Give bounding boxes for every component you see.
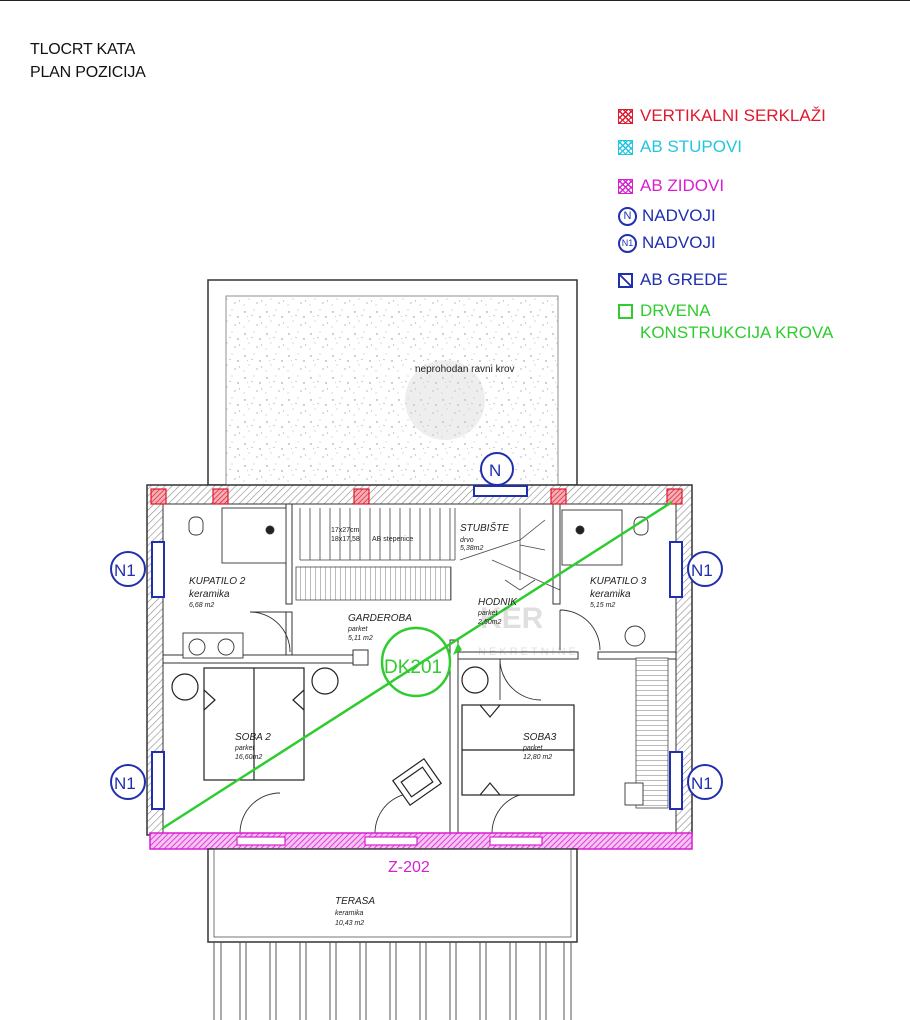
armchair: [391, 757, 443, 807]
wardrobe-rack: [295, 566, 452, 601]
legend-item-stupovi: AB STUPOVI: [618, 137, 742, 157]
circle-marker-icon: N: [618, 206, 637, 226]
roof-structure-arrow: [453, 643, 462, 655]
room-name-terasa: TERASA: [335, 896, 375, 907]
terrace: [207, 848, 578, 1020]
legend-item-nadvoji-n1: N1 NADVOJI: [618, 233, 716, 253]
room-area-kupatilo3: 5,15 m2: [590, 602, 615, 609]
room-name-soba3: SOBA3: [523, 732, 557, 743]
stair-note-1: 17x27cm: [331, 527, 360, 534]
vertical-columns: [150, 488, 683, 505]
staircase: [299, 508, 561, 591]
room-area-garderoba: 5,11 m2: [348, 635, 373, 642]
marker-n1-left-top: N1: [114, 561, 136, 580]
room-area-soba3: 12,80 m2: [523, 754, 552, 761]
desk: [624, 782, 644, 806]
dk201-label: DK201: [384, 657, 442, 678]
legend-label: VERTIKALNI SERKLAŽI: [640, 106, 826, 125]
room-area-terasa: 10,43 m2: [335, 920, 364, 927]
legend-label: NADVOJI: [642, 206, 716, 225]
legend-item-nadvoji-n: N NADVOJI: [618, 206, 716, 226]
room-name-kupatilo2: KUPATILO 2: [189, 576, 246, 587]
plan-subtitle: PLAN POZICIJA: [30, 64, 146, 81]
stair-note-3: AB stepenice: [372, 536, 413, 543]
room-area-hodnik: 2,50m2: [477, 619, 501, 626]
legend-item-grede: AB GREDE: [618, 270, 728, 290]
roof-structure-line: [162, 500, 673, 830]
room-name-soba2: SOBA 2: [235, 732, 271, 743]
legend-item-drvena-line2: KONSTRUKCIJA KROVA: [640, 323, 833, 343]
hatch-square-icon: [618, 139, 633, 155]
bathroom-3-fixtures: [561, 509, 649, 647]
room-name-kupatilo3: KUPATILO 3: [590, 576, 647, 587]
legend-item-serklazi: VERTIKALNI SERKLAŽI: [618, 106, 826, 126]
legend-label: DRVENA: [640, 301, 711, 320]
room-finish-kupatilo2: keramika: [189, 589, 230, 600]
ab-wall-z202: [149, 832, 693, 850]
circle-marker-icon: N1: [618, 233, 637, 253]
legend-label: AB ZIDOVI: [640, 176, 725, 195]
room-finish-soba2: parket: [234, 745, 256, 752]
legend-item-drvena: DRVENA: [618, 301, 711, 321]
square-outline-icon: [618, 303, 633, 319]
legend-label: KONSTRUKCIJA KROVA: [640, 323, 834, 342]
room-area-kupatilo2: 6,68 m2: [189, 602, 214, 609]
lintels: [151, 485, 683, 810]
room-finish-soba3: parket: [522, 745, 544, 752]
room-area-soba2: 16,60m2: [235, 754, 262, 761]
bathroom-2-fixtures: [182, 507, 287, 659]
legend-label: AB STUPOVI: [640, 137, 743, 156]
plan-title: TLOCRT KATA: [30, 41, 136, 58]
marker-n1-right-bottom: N1: [691, 774, 713, 793]
marker-n1-left-bottom: N1: [114, 774, 136, 793]
flat-roof: neprohodan ravni krov: [207, 279, 578, 486]
interior-walls: [162, 503, 677, 834]
legend-label: AB GREDE: [640, 270, 728, 289]
watermark-text: KER: [480, 602, 544, 635]
top-border-line: [0, 0, 910, 1]
lintel-markers: [110, 452, 723, 800]
stair-note-2: 18x17,58: [331, 536, 360, 543]
room-name-garderoba: GARDEROBA: [348, 613, 412, 624]
roof-structure-marker: [380, 626, 452, 698]
hatch-square-icon: [618, 108, 633, 124]
bed-soba-2: [171, 667, 339, 781]
room-name-stubiste: STUBIŠTE: [460, 521, 509, 534]
watermark-subtext: NEKRETNINE: [478, 646, 579, 658]
column-box: [352, 649, 369, 666]
room-finish-kupatilo3: keramika: [590, 589, 631, 600]
roof-label: neprohodan ravni krov: [415, 364, 515, 375]
room-finish-hodnik: parket: [477, 610, 499, 617]
room-finish-garderoba: parket: [347, 626, 369, 633]
hatch-square-icon: [618, 178, 633, 194]
legend-label: NADVOJI: [642, 233, 716, 252]
room-area-stubiste: 5,38m2: [460, 545, 483, 552]
bed-soba-3: [461, 666, 575, 796]
room-finish-terasa: keramika: [335, 910, 364, 917]
room-labels: KUPATILO 2 keramika 6,68 m2 KUPATILO 3 k…: [189, 521, 647, 927]
room-name-hodnik: HODNIK: [478, 597, 518, 608]
legend-item-zidovi: AB ZIDOVI: [618, 176, 724, 196]
watermark: KER NEKRETNINE: [478, 602, 579, 658]
marker-n1-right-top: N1: [691, 561, 713, 580]
marker-n-top: N: [489, 461, 501, 480]
room-finish-stubiste: drvo: [460, 537, 474, 544]
diagonal-square-icon: [618, 272, 633, 288]
z202-label: Z-202: [388, 859, 430, 876]
